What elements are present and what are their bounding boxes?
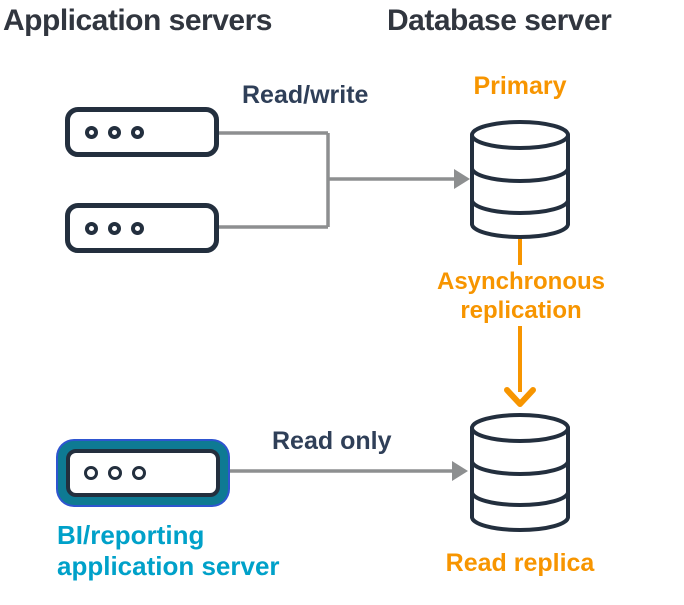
server-dot-icon [131,221,144,235]
server-dot-icon [132,466,146,480]
application-server-icon-2 [65,203,219,253]
read-only-label: Read only [272,427,392,455]
read-replica-db-label: Read replica [445,549,595,577]
bi-server-highlight-ring [58,441,228,505]
server-dot-icon [84,466,98,480]
arrow-down-icon [504,387,536,407]
server-dot-icon [85,221,98,235]
read-only-connector [229,461,468,481]
read-write-label: Read/write [242,81,369,109]
column-heading-database-server: Database server [387,4,612,37]
connector-line [219,131,456,229]
database-cylinder-icon-primary [470,120,570,239]
database-cylinder-icon-read-replica [470,413,570,532]
application-server-icon-bi [66,449,220,497]
column-heading-application-servers: Application servers [3,4,272,37]
async-replication-label: Asynchronous replication [401,265,641,326]
read-write-connector [219,131,470,229]
bi-server-label: BI/reporting application server [57,520,307,582]
server-dot-icon [108,125,121,139]
server-dot-icon [108,221,121,235]
server-dot-icon [108,466,122,480]
arrow-right-icon [454,169,470,189]
server-dot-icon [85,125,98,139]
arrow-right-icon [452,461,468,481]
primary-db-label: Primary [473,72,567,100]
server-dot-icon [131,125,144,139]
application-server-icon-1 [65,107,219,157]
